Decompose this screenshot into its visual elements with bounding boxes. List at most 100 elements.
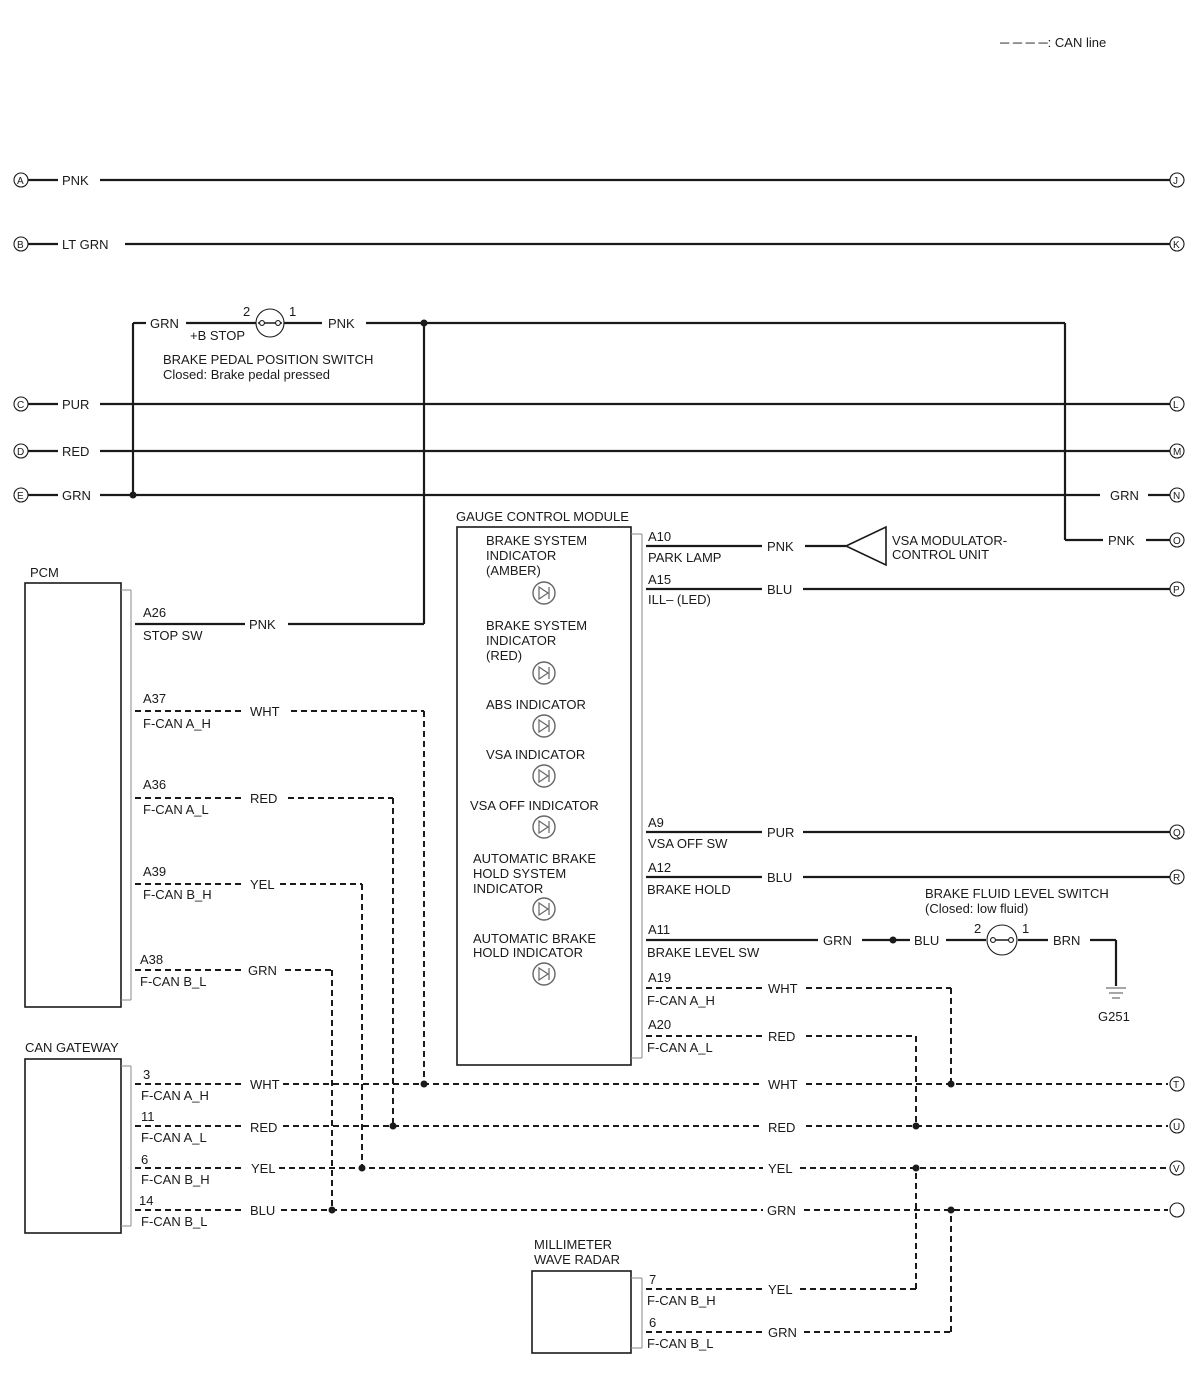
can-line-legend: ─ ─ ─ ─: CAN line xyxy=(999,35,1106,50)
gateway-pin-3: 3 xyxy=(143,1067,150,1082)
gauge-title: GAUGE CONTROL MODULE xyxy=(456,509,629,524)
can-gateway-module: CAN GATEWAY 3 F-CAN A_H WHT 11 F-CAN A_L… xyxy=(24,1040,280,1234)
radar-pin-6: 6 xyxy=(649,1315,656,1330)
gateway-wire-wht: WHT xyxy=(250,1077,280,1092)
wire-color-ltgrn: LT GRN xyxy=(62,237,108,252)
indicator-vsa: VSA INDICATOR xyxy=(486,747,585,762)
gauge-signal-fcan-ah: F-CAN A_H xyxy=(647,993,715,1008)
fluid-switch-pin-2: 2 xyxy=(974,921,981,936)
gateway-wire-blu: BLU xyxy=(250,1203,275,1218)
switch-wire-pnk: PNK xyxy=(328,316,355,331)
brake-pedal-switch-circuit: GRN 2 1 +B STOP PNK PNK O BRAKE PEDAL PO… xyxy=(129,304,1185,624)
terminal-S-label: T xyxy=(1173,1080,1179,1091)
radar-box xyxy=(531,1270,632,1354)
gauge-pin-a19: A19 xyxy=(648,970,671,985)
led-icon xyxy=(532,897,556,921)
brake-switch-supply: +B STOP xyxy=(190,328,245,343)
gateway-signal-fcan-bl: F-CAN B_L xyxy=(141,1214,207,1229)
indicator-vsa-off: VSA OFF INDICATOR xyxy=(470,798,599,813)
switch-wire-grn: GRN xyxy=(150,316,179,331)
wire-color-red: RED xyxy=(62,444,89,459)
fluid-switch-wire-brn: BRN xyxy=(1053,933,1080,948)
through-line-A-J: A PNK J xyxy=(13,172,1185,188)
gauge-pin-a20: A20 xyxy=(648,1017,671,1032)
fluid-switch-pin-1: 1 xyxy=(1022,921,1029,936)
terminal-K-icon xyxy=(1169,236,1185,252)
through-line-B-K: B LT GRN K xyxy=(13,236,1185,252)
indicator-abs: ABS INDICATOR xyxy=(486,697,586,712)
terminal-N-icon xyxy=(1169,487,1185,503)
gauge-signal-vsa-off-sw: VSA OFF SW xyxy=(648,836,728,851)
led-icon xyxy=(532,815,556,839)
led-icon xyxy=(532,661,556,685)
terminal-T-label: U xyxy=(1173,1122,1180,1133)
led-icon xyxy=(532,714,556,738)
indicator-auto-hold-system-line2: HOLD SYSTEM xyxy=(473,866,566,881)
pcm-signal-fcan-bh: F-CAN B_H xyxy=(143,887,212,902)
pcm-wire-red: RED xyxy=(250,791,277,806)
vsa-title-line1: VSA MODULATOR- xyxy=(892,533,1007,548)
ground-icon xyxy=(1106,987,1126,999)
pcm-wire-wht: WHT xyxy=(250,704,280,719)
pcm-pin-a36: A36 xyxy=(143,777,166,792)
pcm-wire-yel: YEL xyxy=(250,877,275,892)
gateway-signal-fcan-bh: F-CAN B_H xyxy=(141,1172,210,1187)
can-gateway-box xyxy=(24,1058,122,1234)
terminal-O-label: O xyxy=(1173,536,1181,547)
pcm-wire-grn: GRN xyxy=(248,963,277,978)
gateway-pin-14: 14 xyxy=(139,1193,153,1208)
terminal-B-label: B xyxy=(17,240,24,251)
gauge-signal-fcan-al: F-CAN A_L xyxy=(647,1040,713,1055)
gateway-wire-red: RED xyxy=(250,1120,277,1135)
brake-fluid-switch-circuit: BRAKE FLUID LEVEL SWITCH (Closed: low fl… xyxy=(925,886,1130,1024)
gauge-wire-pnk: PNK xyxy=(767,539,794,554)
gauge-wire-blu: BLU xyxy=(767,582,792,597)
indicator-auto-hold-system-line1: AUTOMATIC BRAKE xyxy=(473,851,596,866)
gauge-signal-brake-hold: BRAKE HOLD xyxy=(647,882,731,897)
terminal-C-label: C xyxy=(17,400,24,411)
pcm-signal-fcan-al: F-CAN A_L xyxy=(143,802,209,817)
brake-switch-pin-1: 1 xyxy=(289,304,296,319)
terminal-O-icon xyxy=(1169,532,1185,548)
terminal-L-label: L xyxy=(1173,400,1179,411)
gauge-pin-a12: A12 xyxy=(648,860,671,875)
junction-dot xyxy=(129,491,137,499)
wire-color-grn: GRN xyxy=(62,488,91,503)
brake-switch-note: Closed: Brake pedal pressed xyxy=(163,367,330,382)
led-icon xyxy=(532,581,556,605)
indicator-brake-amber-line3: (AMBER) xyxy=(486,563,541,578)
wire-color-pnk: PNK xyxy=(62,173,89,188)
bus-wire-wht: WHT xyxy=(768,1077,798,1092)
terminal-M-label: M xyxy=(1173,447,1181,458)
radar-title-line1: MILLIMETER xyxy=(534,1237,612,1252)
gateway-signal-fcan-ah: F-CAN A_H xyxy=(141,1088,209,1103)
terminal-M-icon xyxy=(1169,443,1185,459)
indicator-brake-red-line3: (RED) xyxy=(486,648,522,663)
terminal-E-label: E xyxy=(17,491,24,502)
radar-pin-7: 7 xyxy=(649,1272,656,1287)
gateway-pin-6: 6 xyxy=(141,1152,148,1167)
terminal-D-label: D xyxy=(17,447,24,458)
terminal-P-label: P xyxy=(1173,585,1180,596)
terminal-N-label: N xyxy=(1173,491,1180,502)
terminal-T-icon xyxy=(1169,1118,1185,1134)
led-icon xyxy=(532,962,556,986)
radar-title-line2: WAVE RADAR xyxy=(534,1252,620,1267)
gauge-pin-a15: A15 xyxy=(648,572,671,587)
bus-wire-red: RED xyxy=(768,1120,795,1135)
can-bus: WHT RED YEL GRN T U V xyxy=(279,1076,1185,1218)
gauge-pin-a9: A9 xyxy=(648,815,664,830)
can-gateway-title: CAN GATEWAY xyxy=(25,1040,119,1055)
millimeter-wave-radar: MILLIMETER WAVE RADAR 7 F-CAN B_H YEL 6 … xyxy=(531,1168,952,1354)
terminal-U-label: V xyxy=(1173,1164,1180,1175)
gauge-signal-ill-led: ILL– (LED) xyxy=(648,592,711,607)
gauge-wire-blu-2: BLU xyxy=(767,870,792,885)
gauge-wire-blu-3: BLU xyxy=(914,933,939,948)
terminal-A-label: A xyxy=(17,176,24,187)
indicator-auto-hold-system-line3: INDICATOR xyxy=(473,881,543,896)
pcm-module: PCM A26 STOP SW PNK A37 F-CAN A_H WHT A3… xyxy=(24,565,425,1210)
terminal-P-icon xyxy=(1169,581,1185,597)
pcm-wire-pnk: PNK xyxy=(249,617,276,632)
terminal-J-icon xyxy=(1169,172,1185,188)
